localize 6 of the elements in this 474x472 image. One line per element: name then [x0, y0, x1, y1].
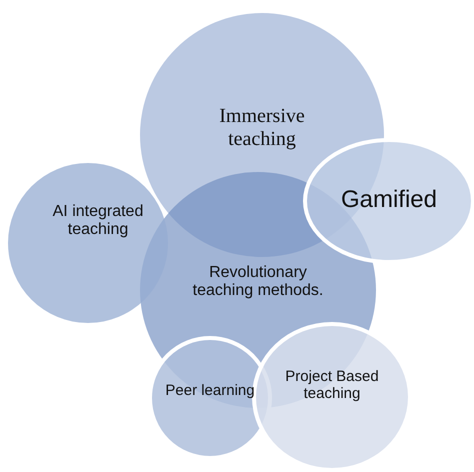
circle-label: Revolutionary teaching methods. — [192, 264, 324, 301]
circle-label: Gamified — [340, 186, 438, 214]
circle-label: Immersive teaching — [218, 105, 306, 151]
circle-label: Project Based teaching — [284, 368, 380, 402]
circle-label: Peer learning — [164, 382, 256, 400]
circle-label: AI integrated teaching — [52, 203, 144, 240]
